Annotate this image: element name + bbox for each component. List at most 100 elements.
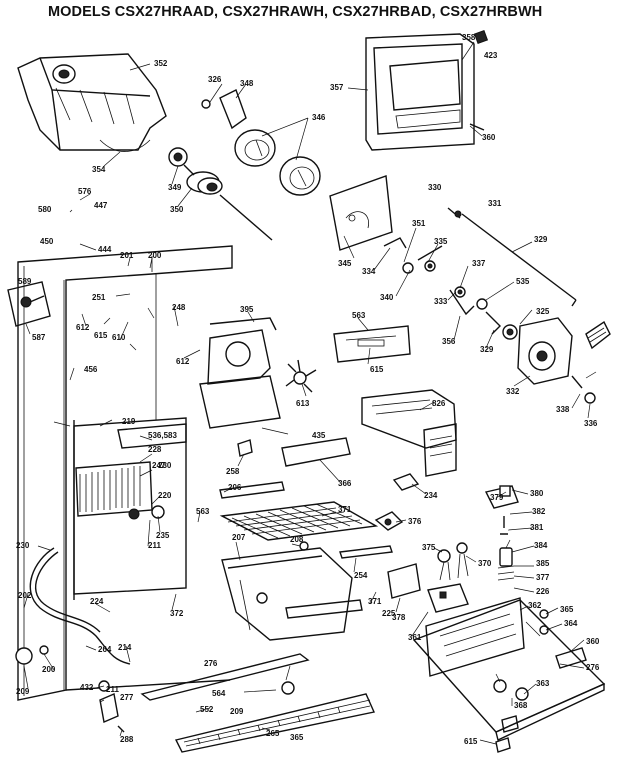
part-label: 214 xyxy=(118,643,132,652)
part-label: 264 xyxy=(98,645,112,654)
part-label: 234 xyxy=(424,491,438,500)
actuator-rod xyxy=(447,207,577,307)
part-label: 376 xyxy=(408,517,422,526)
machine-compartment-base xyxy=(412,597,606,753)
part-label: 589 xyxy=(18,277,32,286)
part-label: 381 xyxy=(530,523,544,532)
part-label: 288 xyxy=(120,735,134,744)
water-tube xyxy=(15,547,131,665)
dispenser-door-panel xyxy=(365,29,489,151)
part-label: 349 xyxy=(168,183,182,192)
part-label: 358 xyxy=(462,33,476,42)
part-label: 354 xyxy=(92,165,106,174)
part-label: 208 xyxy=(290,535,304,544)
part-label: 372 xyxy=(170,609,184,618)
part-label: 615 xyxy=(94,331,108,340)
part-label: 615 xyxy=(464,737,478,746)
part-label: 202 xyxy=(18,591,32,600)
shelf-clip xyxy=(374,511,404,531)
part-label: 201 xyxy=(120,251,134,260)
part-label: 276 xyxy=(586,663,600,672)
part-label: 334 xyxy=(362,267,376,276)
control-board xyxy=(333,325,411,363)
part-label: 335 xyxy=(434,237,448,246)
part-label: 615 xyxy=(370,365,384,374)
part-label: 380 xyxy=(530,489,544,498)
part-label: 220 xyxy=(158,491,172,500)
part-label: 587 xyxy=(32,333,46,342)
part-label: 563 xyxy=(352,311,366,320)
part-label: 612 xyxy=(176,357,190,366)
part-label: 368 xyxy=(514,701,528,710)
part-label: 211 xyxy=(148,541,161,550)
part-label: 340 xyxy=(380,293,394,302)
part-label: 365 xyxy=(290,733,304,742)
part-label: 277 xyxy=(120,693,134,702)
part-label: 206 xyxy=(228,483,242,492)
evaporator-coil xyxy=(75,461,165,520)
storage-bin xyxy=(221,547,363,641)
part-label: 385 xyxy=(536,559,550,568)
part-label: 370 xyxy=(478,559,492,568)
part-label: 326 xyxy=(208,75,222,84)
part-label: 552 xyxy=(200,705,214,714)
part-label: 435 xyxy=(312,431,326,440)
part-label: 379 xyxy=(490,493,504,502)
part-label: 356 xyxy=(442,337,456,346)
part-label: 377 xyxy=(536,573,550,582)
part-label: 351 xyxy=(412,219,426,228)
diagram-title: MODELS CSX27HRAAD, CSX27HRAWH, CSX27HRBA… xyxy=(48,4,543,20)
part-label: 564 xyxy=(212,689,226,698)
part-label: 423 xyxy=(484,51,498,60)
part-label: 225 xyxy=(382,609,396,618)
part-label: 209 xyxy=(16,687,30,696)
part-label: 200 xyxy=(42,665,56,674)
auger-motor xyxy=(502,317,611,404)
side-thermostat-panel xyxy=(7,281,51,327)
part-label: 580 xyxy=(38,205,52,214)
part-label: 456 xyxy=(84,365,98,374)
part-label: 395 xyxy=(240,305,254,314)
part-label: 330 xyxy=(428,183,442,192)
part-label: 363 xyxy=(536,679,550,688)
part-label: 346 xyxy=(312,113,326,122)
part-label: 447 xyxy=(94,201,108,210)
auger-parts xyxy=(168,147,273,241)
part-label: 333 xyxy=(434,297,448,306)
part-label: 345 xyxy=(338,259,352,268)
fan-blade xyxy=(285,359,317,393)
part-label: 352 xyxy=(154,59,168,68)
part-label: 357 xyxy=(330,83,344,92)
valve-wiring xyxy=(437,542,469,581)
part-label: 325 xyxy=(536,307,550,316)
part-label: 336 xyxy=(584,419,598,428)
part-label: 211 xyxy=(106,685,119,694)
part-label: 613 xyxy=(296,399,310,408)
part-label: 329 xyxy=(534,235,548,244)
icemaker-assembly xyxy=(361,389,457,491)
part-label: 230 xyxy=(16,541,30,550)
part-label: 331 xyxy=(488,199,502,208)
part-label: 364 xyxy=(564,619,578,628)
part-label: 360 xyxy=(586,637,600,646)
part-label: 612 xyxy=(76,323,90,332)
part-label: 251 xyxy=(92,293,106,302)
part-label: 258 xyxy=(226,467,240,476)
switch-parts xyxy=(484,485,519,581)
part-label: 207 xyxy=(232,533,246,542)
part-label: 610 xyxy=(112,333,126,342)
part-label: 337 xyxy=(472,259,486,268)
cabinet-liner xyxy=(17,245,233,701)
part-label: 350 xyxy=(170,205,184,214)
part-label: 265 xyxy=(266,729,280,738)
part-label: 382 xyxy=(532,507,546,516)
part-label: 248 xyxy=(172,303,186,312)
part-label: 576 xyxy=(78,187,92,196)
part-label: 371 xyxy=(368,597,382,606)
crusher-blades xyxy=(201,89,321,196)
part-label: 247 xyxy=(152,461,166,470)
part-label: 535 xyxy=(516,277,530,286)
part-label: 361 xyxy=(408,633,422,642)
